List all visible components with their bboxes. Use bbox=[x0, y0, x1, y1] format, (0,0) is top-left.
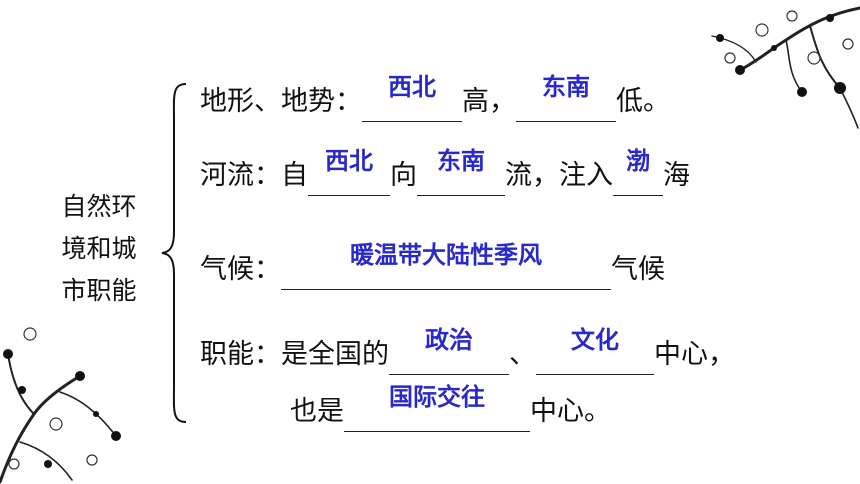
rivers-blank-3[interactable]: 渤 bbox=[613, 147, 663, 196]
terrain-mid: 高， bbox=[462, 86, 516, 117]
rivers-mid-2: 流，注入 bbox=[505, 160, 613, 191]
function2-label: 也是 bbox=[290, 396, 344, 427]
topic-line: 市职能 bbox=[61, 276, 137, 305]
topic-line: 境和城 bbox=[61, 234, 137, 263]
function-end: 中心， bbox=[654, 339, 735, 370]
topic-line: 自然环 bbox=[61, 192, 137, 221]
climate-end: 气候 bbox=[611, 254, 665, 285]
rivers-blank-1[interactable]: 西北 bbox=[308, 147, 390, 196]
answer-text: 东南 bbox=[542, 73, 590, 101]
topic-label: 自然环 境和城 市职能 bbox=[44, 186, 154, 312]
answer-text: 文化 bbox=[571, 326, 619, 354]
function2-end: 中心。 bbox=[530, 396, 611, 427]
plum-blossom-branch-icon bbox=[0, 327, 121, 484]
answer-text: 渤 bbox=[626, 147, 650, 175]
rivers-mid-1: 向 bbox=[390, 160, 417, 191]
answer-text: 政治 bbox=[425, 326, 473, 354]
answer-text: 西北 bbox=[325, 147, 373, 175]
climate-label: 气候： bbox=[200, 254, 281, 285]
function-line-2: 也是 国际交往 中心。 bbox=[290, 383, 611, 432]
rivers-blank-2[interactable]: 东南 bbox=[417, 147, 505, 196]
function-mid: 、 bbox=[509, 339, 536, 370]
rivers-label: 河流：自 bbox=[200, 160, 308, 191]
climate-line: 气候： 暖温带大陆性季风 气候 bbox=[200, 241, 665, 290]
terrain-blank-2[interactable]: 东南 bbox=[516, 73, 616, 122]
terrain-blank-1[interactable]: 西北 bbox=[362, 73, 462, 122]
rivers-end: 海 bbox=[663, 160, 690, 191]
function-blank-2[interactable]: 文化 bbox=[536, 326, 654, 375]
terrain-end: 低。 bbox=[616, 86, 670, 117]
plum-blossom-branch-icon bbox=[711, 6, 860, 129]
function-label: 职能：是全国的 bbox=[200, 339, 389, 370]
answer-text: 东南 bbox=[437, 147, 485, 175]
answer-text: 西北 bbox=[388, 73, 436, 101]
climate-blank[interactable]: 暖温带大陆性季风 bbox=[281, 241, 611, 290]
function-line: 职能：是全国的 政治 、 文化 中心， bbox=[200, 326, 735, 375]
rivers-line: 河流：自西北向东南流，注入渤海 bbox=[200, 147, 690, 196]
function-blank-1[interactable]: 政治 bbox=[389, 326, 509, 375]
curly-brace bbox=[161, 83, 187, 423]
answer-text: 国际交往 bbox=[389, 383, 485, 411]
answer-text: 暖温带大陆性季风 bbox=[350, 241, 542, 269]
terrain-label: 地形、地势： bbox=[200, 86, 362, 117]
function2-blank[interactable]: 国际交往 bbox=[344, 383, 530, 432]
terrain-line: 地形、地势： 西北高， 东南低。 bbox=[200, 73, 670, 122]
